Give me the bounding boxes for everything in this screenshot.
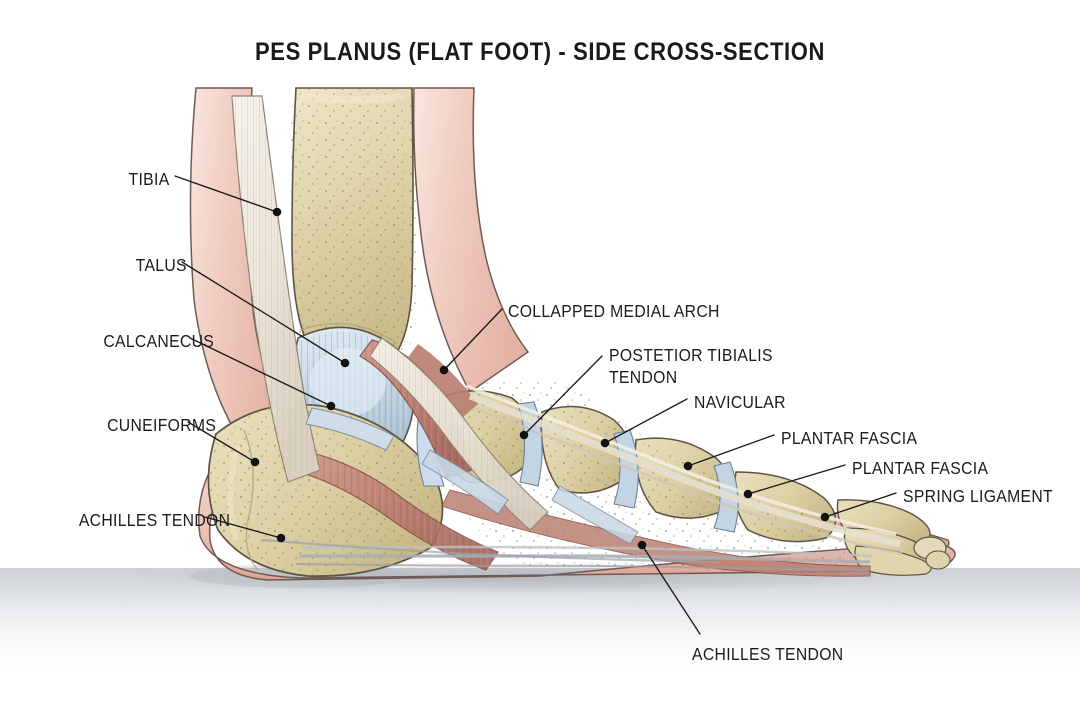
tibia-bone: [288, 87, 418, 372]
muscle-group: [291, 339, 871, 577]
leader-lines: [174, 175, 897, 635]
ground-shadow: [0, 561, 1080, 678]
leader-dots: [250, 207, 830, 550]
tendon-group: [231, 95, 903, 571]
